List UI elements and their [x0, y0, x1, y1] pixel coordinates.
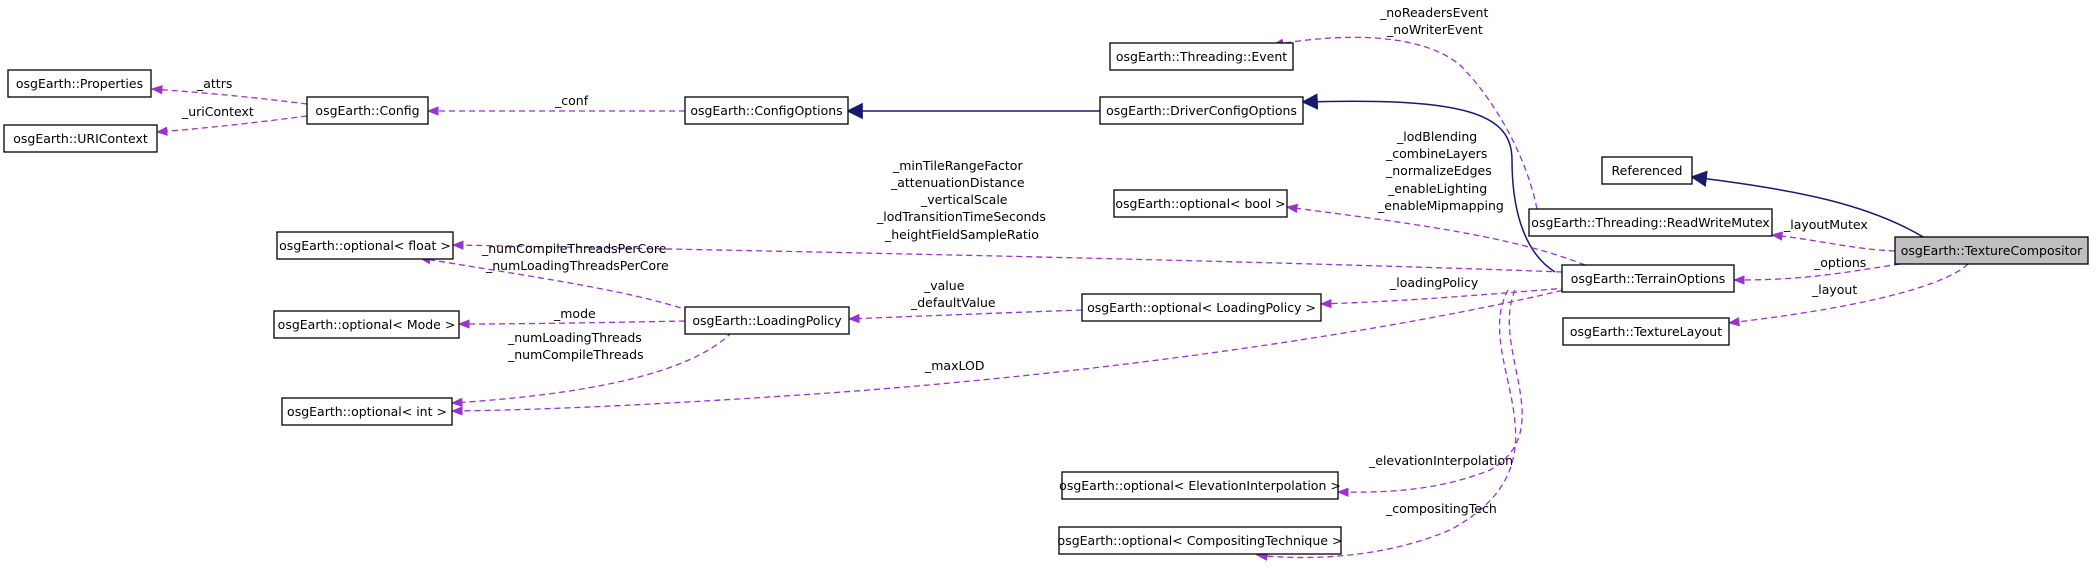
edge-labels: _attrs _uriContext _conf _noReadersEvent…: [181, 5, 1868, 516]
svg-text:osgEarth::TextureCompositor: osgEarth::TextureCompositor: [1901, 243, 2083, 258]
node-texturelayout[interactable]: osgEarth::TextureLayout: [1562, 317, 1730, 346]
node-configoptions[interactable]: osgEarth::ConfigOptions: [684, 96, 849, 125]
edge-label-options: _options: [1813, 255, 1866, 270]
node-texturecompositor[interactable]: osgEarth::TextureCompositor: [1894, 236, 2089, 265]
edges: [150, 36, 1969, 561]
edge-label-numcompilethreads: _numCompileThreads: [507, 347, 644, 362]
svg-text:Referenced: Referenced: [1612, 163, 1683, 178]
edge-label-compositingtech: _compositingTech: [1385, 501, 1497, 516]
edge-label-nowriterevent: _noWriterEvent: [1386, 22, 1483, 37]
svg-text:osgEarth::Threading::ReadWrite: osgEarth::Threading::ReadWriteMutex: [1531, 215, 1769, 230]
node-driverconfigoptions[interactable]: osgEarth::DriverConfigOptions: [1099, 96, 1304, 125]
svg-text:osgEarth::TerrainOptions: osgEarth::TerrainOptions: [1571, 271, 1726, 286]
svg-text:osgEarth::ConfigOptions: osgEarth::ConfigOptions: [690, 103, 842, 118]
edge-terrainoptions-optloadingpolicy: [1319, 287, 1568, 309]
edge-loadingpolicy-optmode: [457, 319, 686, 329]
edge-label-mode: _mode: [553, 306, 596, 321]
edge-label-lodblending: _lodBlending: [1396, 129, 1477, 144]
node-terrainoptions[interactable]: osgEarth::TerrainOptions: [1561, 264, 1735, 293]
edge-label-noreadersevent: _noReadersEvent: [1379, 5, 1488, 20]
edge-config-properties: [150, 85, 308, 105]
edge-readwritemutex-event: [1271, 36, 1538, 210]
edge-loadingpolicy-optfloat: [418, 255, 691, 312]
edge-label-attrs: _attrs: [196, 76, 232, 91]
edge-inherit-terrainoptions-driverconfigoptions: [1301, 93, 1556, 273]
svg-text:osgEarth::optional< Mode >: osgEarth::optional< Mode >: [278, 317, 456, 332]
node-uricontext[interactable]: osgEarth::URIContext: [3, 124, 158, 153]
node-optional-bool[interactable]: osgEarth::optional< bool >: [1113, 189, 1288, 218]
edge-terrainoptions-optcompositing: [1255, 289, 1517, 561]
node-optional-mode[interactable]: osgEarth::optional< Mode >: [273, 310, 460, 339]
edge-texturecompositor-readwritemutex: [1770, 231, 1896, 252]
edge-terrainoptions-optfloat: [451, 240, 1563, 273]
edge-label-elevationinterpolation: _elevationInterpolation: [1368, 453, 1513, 468]
edge-label-defaultvalue: _defaultValue: [910, 295, 996, 310]
edge-loadingpolicy-optint: [450, 331, 733, 408]
svg-text:osgEarth::optional< bool >: osgEarth::optional< bool >: [1115, 196, 1285, 211]
edge-label-numloadingthreadspercore: _numLoadingThreadsPerCore: [485, 258, 669, 273]
edge-label-combinelayers: _combineLayers: [1385, 146, 1487, 161]
edge-label-layout: _layout: [1811, 282, 1857, 297]
edge-texturecompositor-texturelayout: [1727, 263, 1969, 327]
node-optional-int[interactable]: osgEarth::optional< int >: [281, 397, 453, 426]
edge-label-maxlod: _maxLOD: [924, 358, 984, 373]
edge-terrainoptions-optbool: [1285, 203, 1586, 266]
svg-text:osgEarth::optional< ElevationI: osgEarth::optional< ElevationInterpolati…: [1059, 478, 1341, 493]
node-loadingpolicy[interactable]: osgEarth::LoadingPolicy: [684, 306, 850, 335]
edge-label-value: _value: [923, 278, 965, 293]
edge-label-loadingpolicy: _loadingPolicy: [1389, 275, 1479, 290]
node-optional-float[interactable]: osgEarth::optional< float >: [276, 231, 454, 260]
edge-label-lodtransitiontimeseconds: _lodTransitionTimeSeconds: [876, 209, 1046, 224]
node-threading-event[interactable]: osgEarth::Threading::Event: [1109, 42, 1294, 71]
svg-text:osgEarth::TextureLayout: osgEarth::TextureLayout: [1570, 324, 1722, 339]
edge-label-uricontext: _uriContext: [181, 104, 254, 119]
edge-label-layoutmutex: _layoutMutex: [1783, 217, 1868, 232]
edge-optloadingpolicy-loadingpolicy: [847, 309, 1083, 324]
edge-label-numcompilethreadspercore: _numCompileThreadsPerCore: [481, 241, 667, 256]
svg-text:osgEarth::Threading::Event: osgEarth::Threading::Event: [1116, 49, 1287, 64]
svg-text:osgEarth::optional< float >: osgEarth::optional< float >: [279, 238, 451, 253]
node-optional-compositingtechnique[interactable]: osgEarth::optional< CompositingTechnique…: [1058, 526, 1343, 555]
svg-text:osgEarth::optional< LoadingPol: osgEarth::optional< LoadingPolicy >: [1087, 300, 1316, 315]
edge-label-conf: _conf: [554, 93, 589, 108]
node-config[interactable]: osgEarth::Config: [306, 96, 429, 125]
edge-label-heightfieldsampleratio: _heightFieldSampleRatio: [884, 227, 1039, 242]
node-optional-loadingpolicy[interactable]: osgEarth::optional< LoadingPolicy >: [1081, 293, 1322, 322]
edge-texturecompositor-terrainoptions: [1732, 263, 1901, 285]
node-referenced[interactable]: Referenced: [1601, 156, 1693, 185]
edge-label-enablemipmapping: _enableMipmapping: [1377, 198, 1504, 213]
svg-text:osgEarth::LoadingPolicy: osgEarth::LoadingPolicy: [692, 313, 842, 328]
svg-text:osgEarth::Config: osgEarth::Config: [315, 103, 419, 118]
edge-label-normalizeedges: _normalizeEdges: [1385, 163, 1492, 178]
edge-inherit-texturecompositor-referenced: [1690, 170, 1926, 239]
edge-terrainoptions-optelevinterp: [1336, 289, 1523, 497]
nodes: osgEarth::Properties osgEarth::URIContex…: [3, 42, 2089, 555]
edge-label-numloadingthreads: _numLoadingThreads: [507, 330, 642, 345]
svg-text:osgEarth::optional< int >: osgEarth::optional< int >: [287, 404, 447, 419]
node-properties[interactable]: osgEarth::Properties: [7, 69, 152, 98]
edge-terrainoptions-optint: [450, 287, 1573, 416]
svg-text:osgEarth::Properties: osgEarth::Properties: [16, 76, 143, 91]
edge-config-uricontext: [155, 115, 308, 136]
node-optional-elevationinterpolation[interactable]: osgEarth::optional< ElevationInterpolati…: [1059, 471, 1341, 500]
svg-text:osgEarth::URIContext: osgEarth::URIContext: [13, 131, 148, 146]
edge-label-mintilerangefactor: _minTileRangeFactor: [892, 158, 1023, 173]
svg-text:osgEarth::optional< Compositin: osgEarth::optional< CompositingTechnique…: [1058, 533, 1343, 548]
node-readwritemutex[interactable]: osgEarth::Threading::ReadWriteMutex: [1528, 208, 1773, 237]
svg-text:osgEarth::DriverConfigOptions: osgEarth::DriverConfigOptions: [1106, 103, 1297, 118]
edge-label-attenuationdistance: _attenuationDistance: [890, 175, 1025, 190]
edge-label-verticalscale: _verticalScale: [920, 192, 1008, 207]
edge-label-enablelighting: _enableLighting: [1387, 181, 1487, 196]
